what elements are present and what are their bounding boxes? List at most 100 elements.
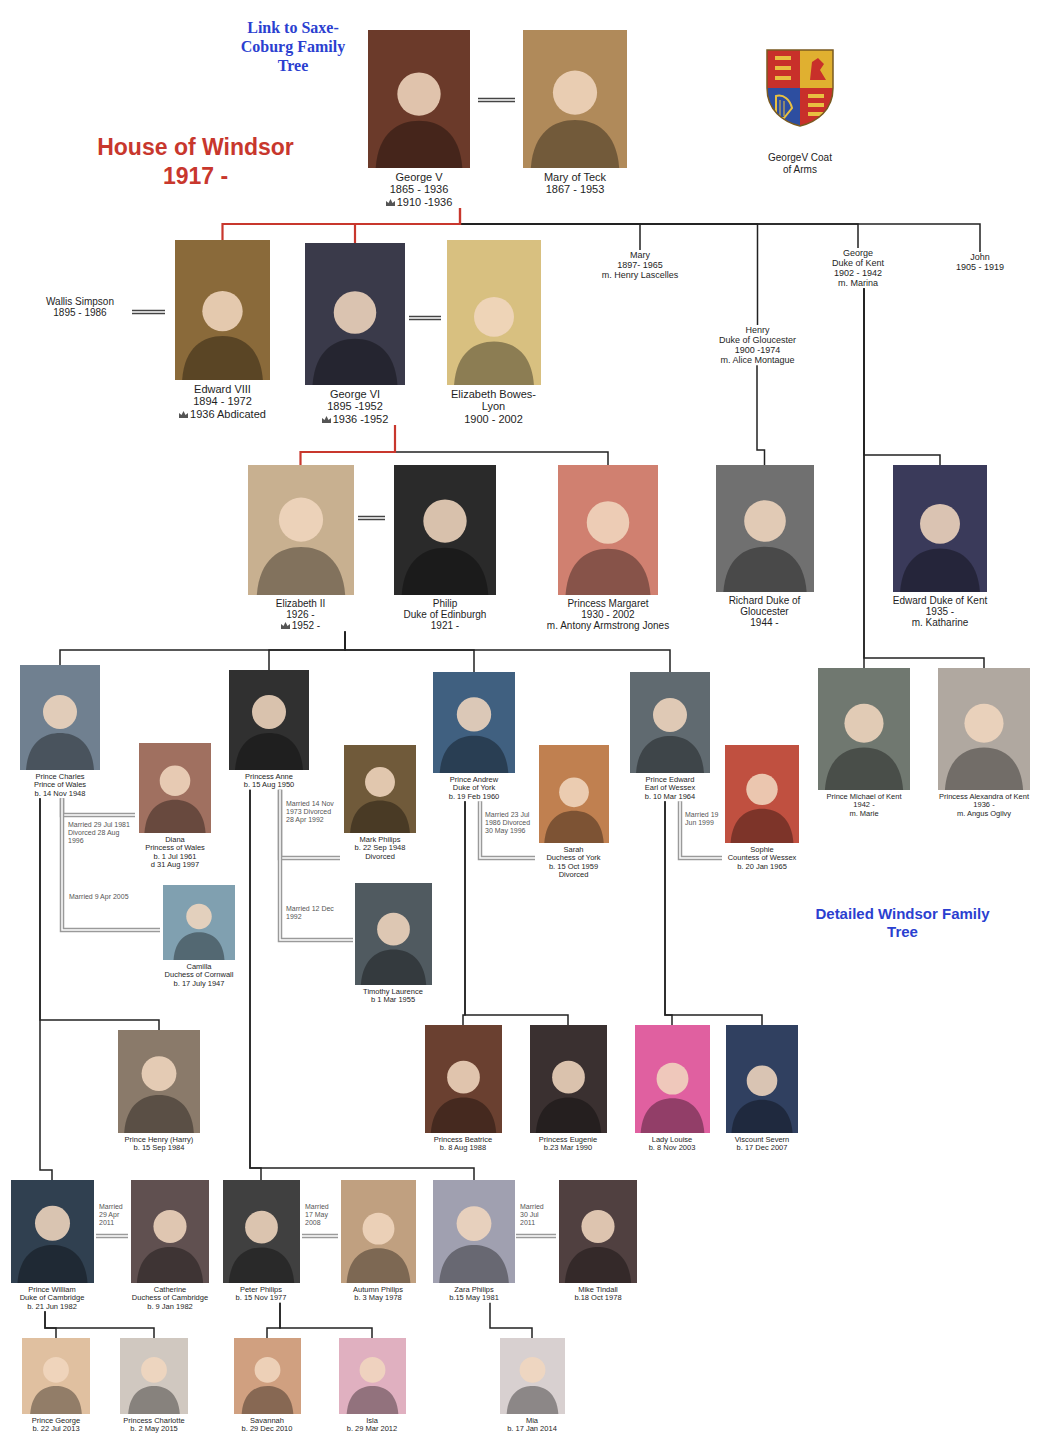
portrait-photo	[559, 1180, 637, 1283]
portrait-silhouette	[344, 745, 416, 833]
person-card: Edward VIII1894 - 19721936 Abdicated	[165, 240, 280, 420]
portrait-silhouette	[139, 743, 211, 833]
person-detail: b. 22 Sep 1948	[340, 844, 420, 852]
person-detail: b. 3 May 1978	[338, 1294, 418, 1302]
person-name: Zara Philips	[432, 1286, 516, 1294]
person-detail: 1936 -	[934, 801, 1034, 809]
portrait-silhouette	[305, 243, 405, 385]
person-card: Autumn Philipsb. 3 May 1978	[338, 1180, 418, 1303]
descent-line	[40, 798, 52, 1180]
person-card: PhilipDuke of Edinburgh1921 -	[385, 465, 505, 632]
person-name: George V	[360, 171, 478, 183]
person-entry: Wallis Simpson1895 - 1986	[28, 296, 132, 318]
portrait-photo	[433, 1180, 515, 1283]
person-detail: Divorced	[340, 853, 420, 861]
portrait-silhouette	[716, 465, 814, 592]
person-detail: 1900 -1974	[700, 345, 815, 355]
person-detail: b. 9 Jan 1982	[128, 1303, 212, 1311]
crown-icon	[386, 199, 395, 206]
person-detail: 1921 -	[385, 620, 505, 631]
marriage-line	[62, 798, 135, 815]
descent-line	[490, 1303, 532, 1338]
person-card: Elizabeth Bowes-Lyon1900 - 2002	[441, 240, 546, 425]
person-card: CamillaDuchess of Cornwallb. 17 July 194…	[160, 885, 238, 988]
portrait-silhouette	[20, 665, 100, 770]
marriage-line	[478, 100, 515, 101]
person-detail: 1900 - 2002	[441, 413, 546, 425]
reign-line: 1952 -	[243, 620, 358, 631]
crown-icon	[179, 411, 188, 418]
person-name: Prince Charles	[15, 773, 105, 781]
portrait-photo	[163, 885, 235, 960]
person-detail: b. 22 Jul 2013	[18, 1425, 94, 1433]
portrait-photo	[725, 745, 799, 843]
person-detail: 1894 - 1972	[165, 395, 280, 407]
portrait-photo	[530, 1025, 607, 1133]
person-name: John	[940, 252, 1020, 262]
person-detail: 1926 -	[243, 609, 358, 620]
person-name: Princess Margaret	[538, 598, 678, 609]
portrait-silhouette	[355, 883, 432, 985]
person-card: Timothy Laurenceb 1 Mar 1955	[353, 883, 433, 1005]
descent-line	[269, 632, 345, 670]
descent-line	[395, 425, 608, 465]
person-card: George V1865 - 19361910 -1936	[360, 30, 478, 208]
marriage-date: Married 23 Jul 1986 Divorced 30 May 1996	[484, 811, 532, 835]
marriage-line	[409, 318, 441, 319]
person-detail: 1865 - 1936	[360, 183, 478, 195]
person-card: Miab. 17 Jan 2014	[492, 1338, 572, 1434]
portrait-photo	[234, 1338, 301, 1414]
person-card: Lady Louiseb. 8 Nov 2003	[632, 1025, 712, 1153]
person-name: Prince William	[8, 1286, 96, 1294]
portrait-photo	[223, 1180, 300, 1283]
person-detail: Divorced	[535, 871, 612, 879]
person-card: SarahDuchess of Yorkb. 15 Oct 1959Divorc…	[535, 745, 612, 880]
marriage-date: Married 19 Jun 1999	[684, 811, 721, 827]
portrait-silhouette	[131, 1180, 209, 1283]
person-detail: 1902 - 1942	[813, 268, 903, 278]
person-name: George VI	[301, 388, 409, 400]
person-name: Sophie	[722, 846, 802, 854]
person-detail: m. Katharine	[888, 617, 992, 628]
person-name: Princess Charlotte	[112, 1417, 196, 1425]
person-detail: 1895 - 1986	[28, 307, 132, 318]
person-detail: Duke of York	[430, 784, 518, 792]
descent-line	[345, 632, 474, 672]
person-detail: Duchess of Cambridge	[128, 1294, 212, 1302]
person-name: Mary of Teck	[515, 171, 635, 183]
portrait-photo	[938, 668, 1030, 790]
person-name: Isla	[332, 1417, 412, 1425]
person-name: Prince Michael of Kent	[814, 793, 914, 801]
person-name: Autumn Philips	[338, 1286, 418, 1294]
person-detail: b. 17 Dec 2007	[722, 1144, 802, 1152]
portrait-photo	[447, 240, 541, 385]
person-detail: 1867 - 1953	[515, 183, 635, 195]
portrait-photo	[118, 1030, 200, 1133]
portrait-photo	[425, 1025, 502, 1133]
person-card: Richard Duke of Gloucester1944 -	[712, 465, 817, 629]
person-name: Mark Philips	[340, 836, 420, 844]
portrait-silhouette	[559, 1180, 637, 1283]
person-detail: b.18 Oct 1978	[556, 1294, 640, 1302]
descent-line	[757, 365, 765, 465]
person-card: Mary of Teck1867 - 1953	[515, 30, 635, 196]
marriage-line	[302, 1236, 338, 1237]
person-name: Edward VIII	[165, 383, 280, 395]
person-name: Mia	[492, 1417, 572, 1425]
person-detail: b. 17 Jan 2014	[492, 1425, 572, 1433]
descent-line	[45, 1311, 154, 1338]
portrait-photo	[394, 465, 496, 595]
person-detail: b. 19 Feb 1960	[430, 793, 518, 801]
portrait-silhouette	[893, 465, 987, 592]
person-name: Prince Edward	[628, 776, 712, 784]
person-detail: b. 15 Sep 1984	[118, 1144, 200, 1152]
person-name: Viscount Severn	[722, 1136, 802, 1144]
person-name: Elizabeth II	[243, 598, 358, 609]
portrait-photo	[248, 465, 354, 595]
person-card: Prince EdwardEarl of Wessexb. 10 Mar 196…	[628, 672, 712, 801]
person-detail: Duke of Gloucester	[700, 335, 815, 345]
person-card: Princess Eugenieb.23 Mar 1990	[528, 1025, 608, 1153]
portrait-silhouette	[163, 885, 235, 960]
link-text: Link to Saxe-Coburg Family Tree	[228, 18, 358, 76]
person-detail: b.15 May 1981	[432, 1294, 516, 1302]
